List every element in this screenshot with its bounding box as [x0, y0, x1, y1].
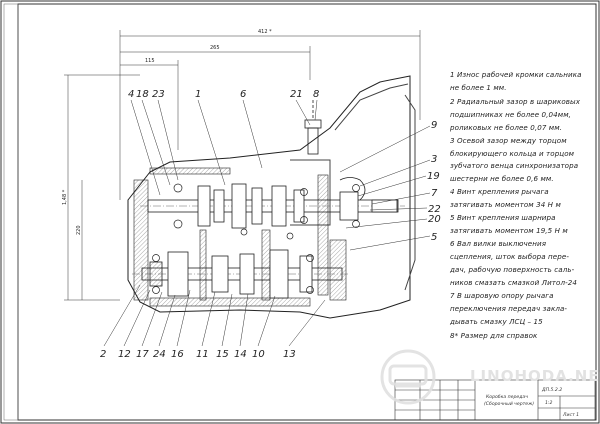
- callout-24: 24: [153, 349, 166, 360]
- callouts-bottom: 2 12 17 24 16 11 15 14 10 13: [100, 349, 296, 360]
- callout-14: 14: [234, 349, 247, 360]
- bearings: [152, 183, 360, 294]
- note-line: сцепления, шток выбора пере-: [450, 252, 569, 261]
- callout-3: 3: [431, 154, 437, 165]
- callout-8: 8: [313, 89, 319, 100]
- callout-17: 17: [136, 349, 149, 360]
- note-line: роликовых не более 0,07 мм.: [450, 123, 563, 132]
- callout-15: 15: [216, 349, 229, 360]
- dimension-labels: 412 * 265 115 1,48 * 220: [62, 29, 272, 235]
- dim-height-left: 220: [76, 225, 82, 235]
- watermark-emblem: [380, 349, 436, 405]
- callout-13: 13: [283, 349, 296, 360]
- callout-5: 5: [431, 232, 437, 243]
- dim-height-top: 1,48 *: [62, 189, 68, 205]
- callout-21: 21: [290, 89, 303, 100]
- callout-11: 11: [196, 349, 209, 360]
- callout-9: 9: [431, 120, 437, 131]
- dim-mid: 265: [210, 45, 220, 51]
- note-line: зубчатого венца синхронизатора: [450, 161, 579, 170]
- note-line: 8* Размер для справок: [450, 331, 538, 340]
- title-block-text: Коробка передач (Сборочный чертеж) ДП.5.…: [484, 387, 579, 418]
- note-line: 7 В шаровую опору рычага: [450, 291, 554, 300]
- callout-16: 16: [171, 349, 184, 360]
- note-line: 1 Износ рабочей кромки сальника: [450, 70, 582, 79]
- callout-23: 23: [152, 89, 165, 100]
- callout-2: 2: [100, 349, 106, 360]
- callout-4: 4: [128, 89, 134, 100]
- callout-12: 12: [118, 349, 131, 360]
- title-line2: (Сборочный чертеж): [484, 401, 534, 407]
- note-line: ников смазать смазкой Литол-24: [450, 278, 577, 287]
- callout-22: 22: [428, 204, 441, 215]
- note-line: 5 Винт крепления шарнира: [450, 213, 556, 222]
- counter-shaft: [132, 249, 350, 299]
- callout-19: 19: [427, 171, 440, 182]
- note-line: дывать смазку ЛСЦ – 15: [450, 317, 543, 326]
- dim-left: 115: [145, 58, 155, 64]
- note-line: переключения передач закла-: [450, 304, 568, 313]
- callout-20: 20: [428, 214, 441, 225]
- note-line: 4 Винт крепления рычага: [450, 187, 549, 196]
- note-line: шестерни не более 0,6 мм.: [450, 174, 554, 183]
- title-line1: Коробка передач: [486, 394, 528, 400]
- callouts-top: 4 18 23 1 6 21 8: [128, 89, 319, 100]
- title-scale: 1:2: [545, 400, 552, 406]
- title-code: ДП.5.2.2: [541, 387, 562, 393]
- callout-10: 10: [252, 349, 265, 360]
- leader-lines-right: [339, 125, 431, 251]
- note-line: подшипниках не более 0,04мм,: [450, 110, 571, 119]
- callout-1: 1: [195, 89, 201, 100]
- note-line: 6 Вал вилки выключения: [450, 239, 547, 248]
- leader-lines-bottom: [103, 284, 326, 347]
- callout-6: 6: [240, 89, 246, 100]
- main-shaft: [140, 183, 405, 229]
- dimension-lines: [64, 30, 421, 301]
- watermark-text: LINOHODA.NET: [470, 367, 600, 385]
- housing-hatching: [133, 167, 347, 307]
- leader-lines-top: [130, 99, 318, 196]
- title-sheet: Лист 1: [562, 412, 579, 418]
- callouts-right: 9 3 19 7 22 20 5: [427, 120, 441, 243]
- shift-lever-mount: [304, 100, 366, 201]
- note-line: затягивать моментом 34 Н м: [450, 200, 561, 209]
- note-line: блокирующего кольца и торцом: [450, 149, 575, 158]
- note-line: 2 Радиальный зазор в шариковых: [450, 97, 581, 106]
- dim-overall: 412 *: [258, 29, 272, 35]
- note-line: 3 Осевой зазор между торцом: [450, 136, 567, 145]
- callout-7: 7: [431, 188, 438, 199]
- callout-18: 18: [136, 89, 149, 100]
- note-line: затягивать моментом 19,5 Н м: [450, 226, 568, 235]
- note-line: не более 1 мм.: [450, 83, 507, 92]
- note-line: дач, рабочую поверхность саль-: [450, 265, 575, 274]
